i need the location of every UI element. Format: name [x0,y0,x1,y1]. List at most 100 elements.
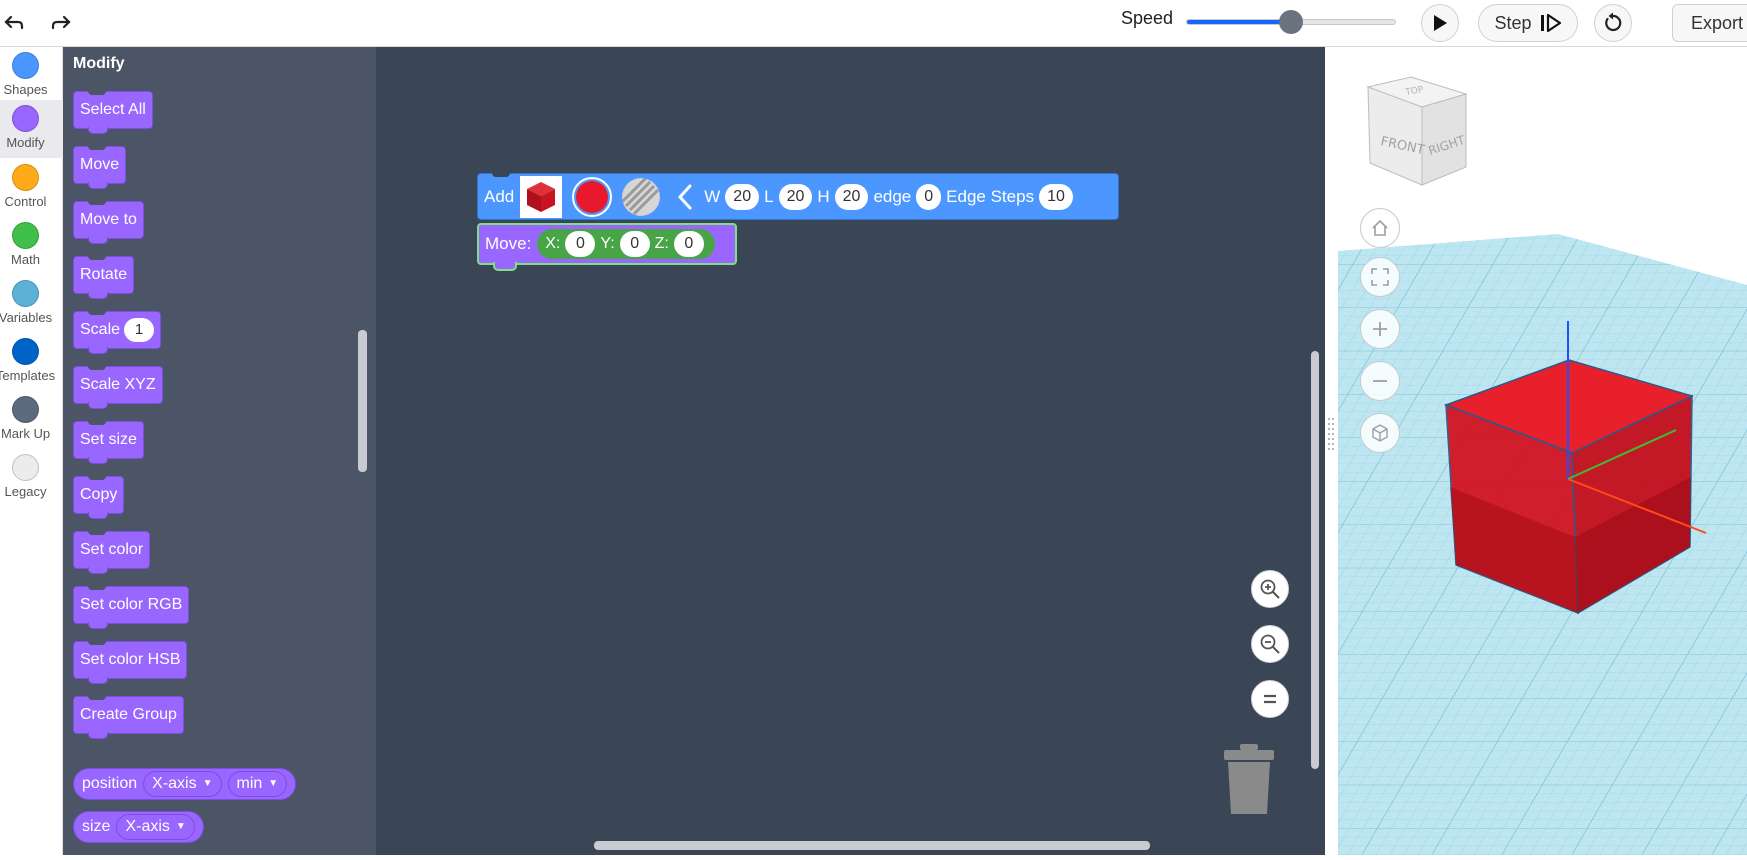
flyout-block-move-to[interactable]: Move to [73,201,144,244]
3d-viewport[interactable]: FRONT RIGHT TOP [1338,47,1747,855]
category-math[interactable]: Math [0,217,63,275]
position-reporter-block[interactable]: position X-axis▼ min▼ [73,768,297,800]
block-workspace[interactable]: Add W 20 L 20 H 20 edge 0 Edge Steps 10 [376,47,1325,855]
color-picker[interactable] [572,176,613,217]
view-cube[interactable]: FRONT RIGHT TOP [1366,76,1468,186]
workspace-vertical-scrollbar[interactable] [1311,351,1319,769]
category-shapes[interactable]: Shapes [0,47,63,105]
3d-scene: FRONT RIGHT TOP [1338,76,1747,855]
category-color-dot [12,105,39,132]
shape-picker[interactable] [520,175,563,218]
y-label: Y: [600,235,615,252]
flyout-block-rotate[interactable]: Rotate [73,256,135,299]
flyout-block-copy[interactable]: Copy [73,476,125,519]
home-view-button[interactable] [1360,208,1400,248]
viewport-zoom-out-button[interactable] [1360,361,1400,401]
xyz-vector-block[interactable]: X: 0 Y: 0 Z: 0 [537,229,715,259]
minus-icon [1373,380,1387,382]
move-block[interactable]: Move: X: 0 Y: 0 Z: 0 [477,223,737,271]
speed-slider-fill [1187,20,1292,24]
position-mode-dropdown[interactable]: min▼ [227,771,288,797]
length-input[interactable]: 20 [778,183,813,210]
z-label: Z: [654,235,669,252]
flyout-block-label: Set color HSB [80,651,181,668]
z-input[interactable]: 0 [673,231,704,257]
flyout-block-move[interactable]: Move [73,146,127,189]
view-cube-icon [1372,424,1388,442]
fit-view-button[interactable] [1360,257,1400,297]
undo-icon[interactable] [1,10,27,36]
category-legacy[interactable]: Legacy [0,449,63,507]
workspace-zoom-reset-button[interactable] [1251,680,1289,718]
flyout-scrollbar[interactable] [358,330,367,472]
dropdown-arrow-icon: ▼ [202,778,213,789]
flyout-block-label: Create Group [80,706,177,723]
chevron-left-icon[interactable] [674,183,696,211]
flyout-block-label: Set size [80,431,137,448]
category-label: Legacy [4,484,47,499]
flyout-block-create-group[interactable]: Create Group [73,696,184,739]
flyout-block-value-input[interactable]: 1 [124,317,155,342]
position-block-label: position [82,775,138,792]
reset-button[interactable] [1594,4,1632,42]
texture-picker[interactable] [622,177,661,216]
flyout-block-label: Select All [80,101,146,118]
flyout-block-set-color-rgb[interactable]: Set color RGB [73,586,190,629]
flyout-block-select-all[interactable]: Select All [73,91,153,134]
position-axis-dropdown[interactable]: X-axis▼ [143,771,222,797]
step-button[interactable]: Step [1478,4,1578,42]
x-input[interactable]: 0 [565,231,596,257]
flyout-block-set-size[interactable]: Set size [73,421,144,464]
x-label: X: [545,235,561,252]
category-control[interactable]: Control [0,159,63,217]
play-button[interactable] [1421,4,1459,42]
workspace-zoom-out-button[interactable] [1251,625,1289,663]
y-input[interactable]: 0 [619,231,650,257]
trash-icon[interactable] [1224,744,1274,814]
striped-texture-icon [622,177,660,215]
move-block-label: Move: [485,234,532,253]
flyout-block-scale-xyz[interactable]: Scale XYZ [73,366,163,409]
category-modify[interactable]: Modify [0,100,63,158]
home-icon [1372,219,1388,236]
drag-handle-icon [1328,418,1334,450]
export-button[interactable]: Export [1672,4,1747,42]
redo-icon[interactable] [48,10,74,36]
flyout-block-label: Move [80,156,120,173]
edge-steps-input[interactable]: 10 [1039,183,1073,210]
width-label: W [704,186,721,206]
category-mark-up[interactable]: Mark Up [0,391,63,449]
flyout-block-label: Set color RGB [80,596,183,613]
panel-splitter[interactable] [1325,47,1338,855]
top-toolbar: Speed Step Export [0,0,1747,47]
category-label: Math [11,252,40,267]
size-reporter-block[interactable]: size X-axis▼ [73,811,204,843]
red-cube-icon [527,181,556,212]
category-color-dot [12,280,39,307]
projection-toggle-button[interactable] [1360,413,1400,453]
flyout-block-set-color[interactable]: Set color [73,531,151,574]
edge-input[interactable]: 0 [916,183,942,210]
flyout-block-label: Copy [80,486,118,503]
viewport-zoom-in-button[interactable] [1360,309,1400,349]
step-button-label: Step [1494,12,1532,33]
category-templates[interactable]: Templates [0,333,63,391]
add-shape-block[interactable]: Add W 20 L 20 H 20 edge 0 Edge Steps 10 [477,173,1119,220]
flyout-block-label: Rotate [80,266,128,283]
category-variables[interactable]: Variables [0,275,63,333]
flyout-block-set-color-hsb[interactable]: Set color HSB [73,641,188,684]
workspace-horizontal-scrollbar[interactable] [594,841,1150,850]
category-color-dot [12,52,39,79]
dropdown-arrow-icon: ▼ [268,778,279,789]
category-label: Control [4,194,47,209]
size-axis-dropdown[interactable]: X-axis▼ [116,814,195,840]
fit-view-icon [1371,268,1389,286]
width-input[interactable]: 20 [725,183,760,210]
category-color-dot [12,454,39,481]
speed-slider-thumb[interactable] [1279,10,1303,34]
workspace-zoom-in-button[interactable] [1251,570,1289,608]
height-input[interactable]: 20 [834,183,869,210]
